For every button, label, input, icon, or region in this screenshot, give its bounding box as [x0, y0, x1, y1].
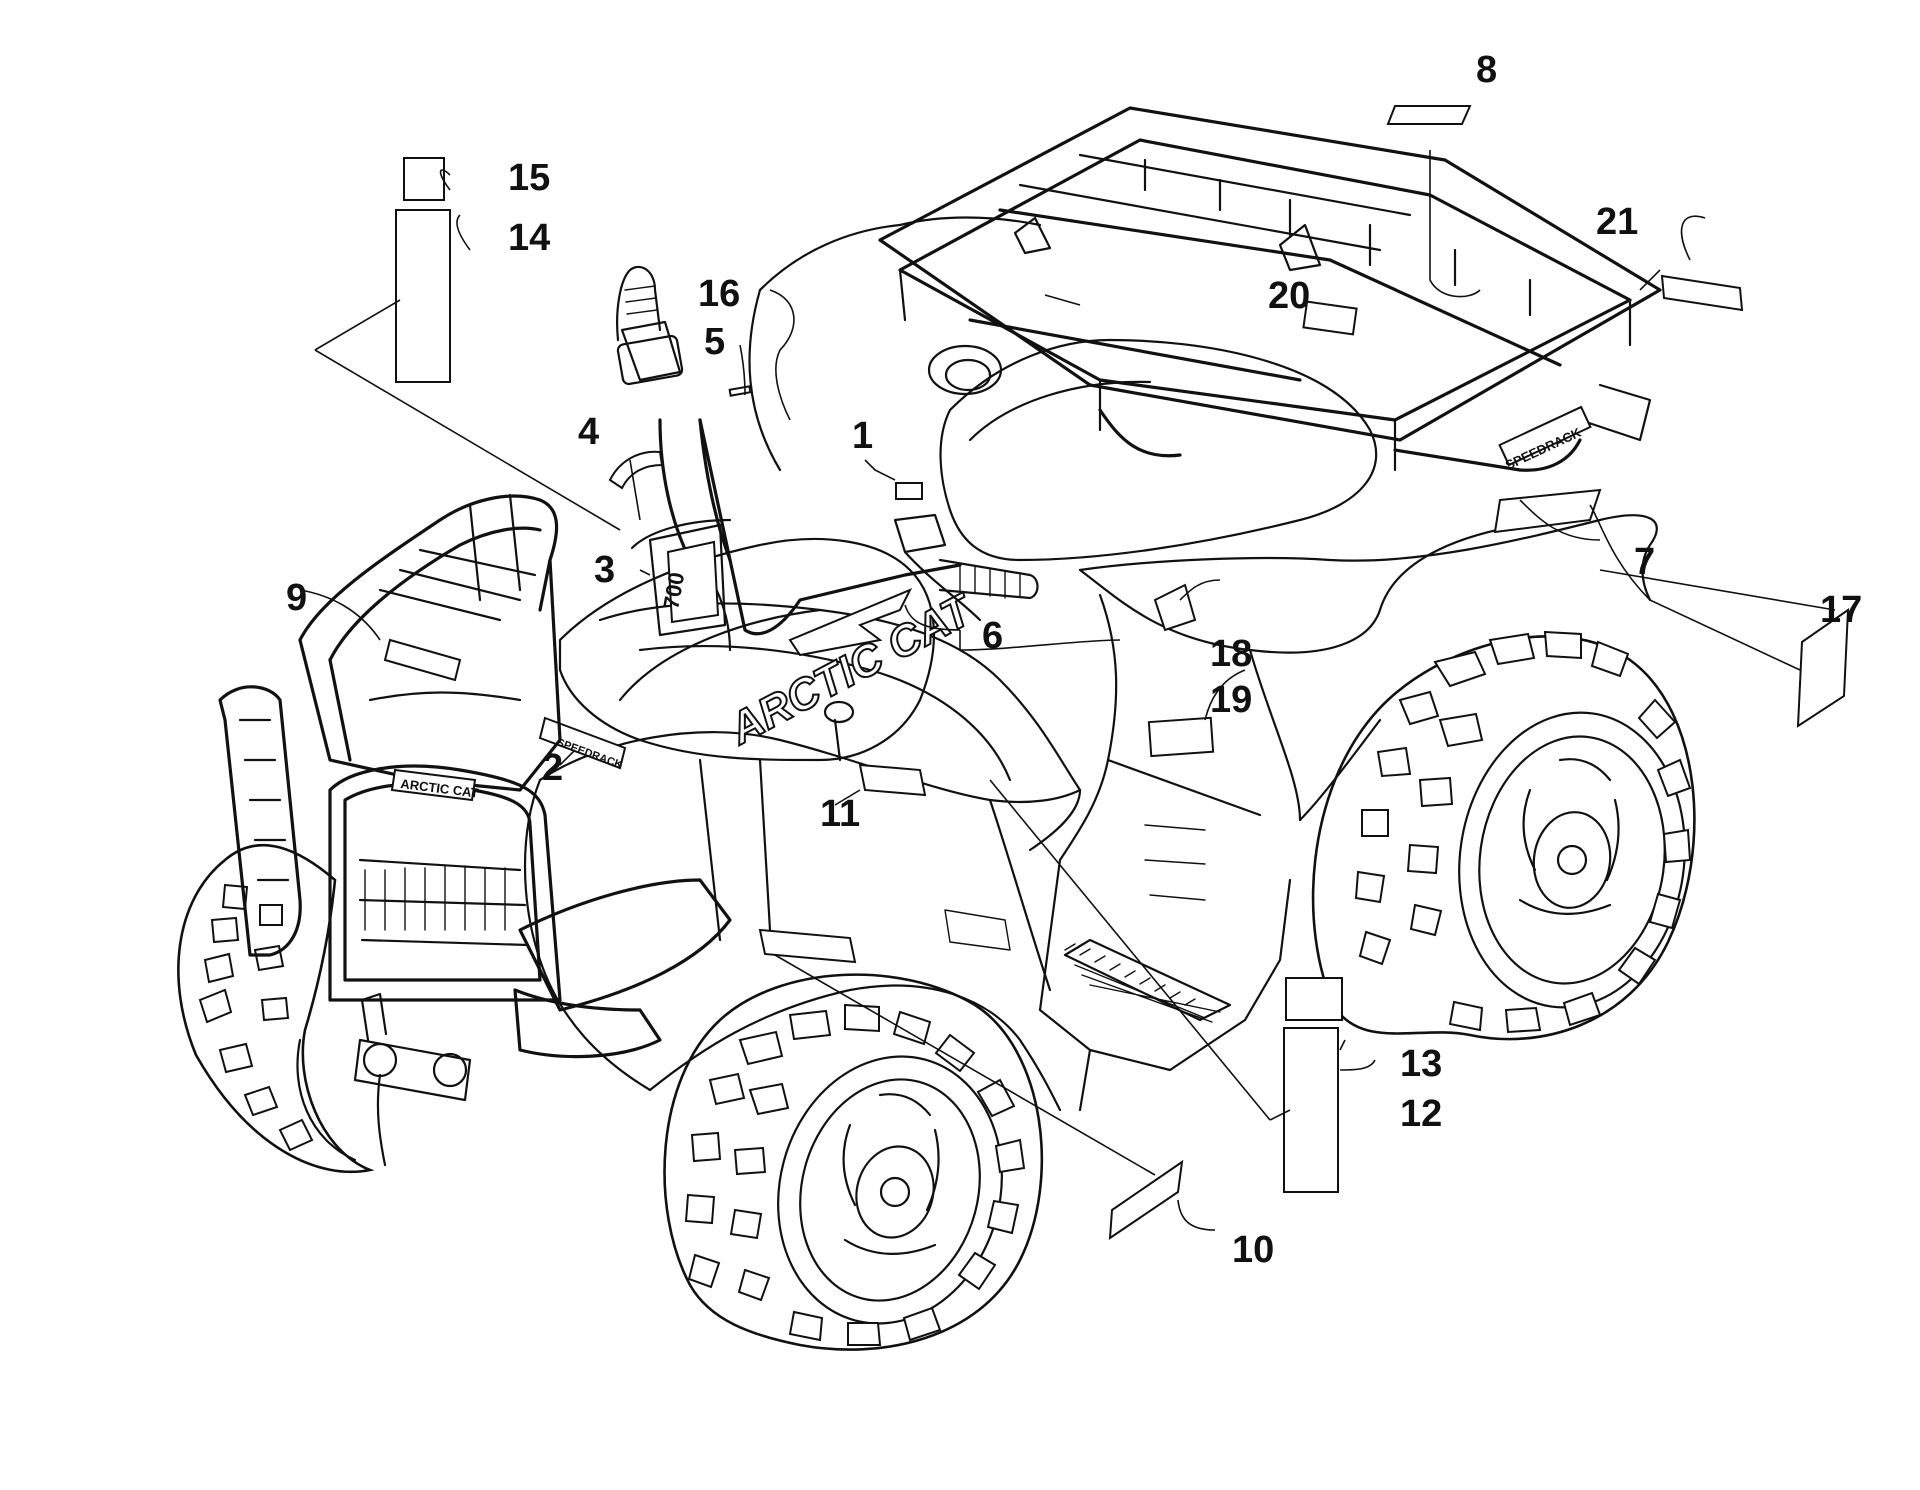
callout-20: 20	[1268, 275, 1310, 317]
decal-1-brake-reservoir	[895, 482, 923, 500]
callout-16: 16	[698, 273, 740, 315]
decal-12	[1283, 1027, 1339, 1193]
callout-10: 10	[1232, 1229, 1274, 1271]
callout-21: 21	[1596, 201, 1638, 243]
decal-20-rack	[1302, 300, 1358, 336]
decal-4-console-strip	[608, 450, 664, 490]
callout-7: 7	[1634, 541, 1655, 583]
front-right-wheel	[663, 973, 1044, 1351]
callout-5: 5	[704, 321, 725, 363]
callout-13: 13	[1400, 1043, 1442, 1085]
callout-4: 4	[578, 411, 599, 453]
decal-14	[395, 209, 451, 383]
decal-7-rear-fender	[1493, 488, 1602, 534]
decal-10-loose	[1108, 1159, 1184, 1240]
decal-3-console	[666, 540, 720, 624]
callout-19: 19	[1210, 679, 1252, 721]
decal-9-front-rack	[383, 638, 462, 682]
decal-5-handlebar	[728, 385, 752, 397]
decal-2-tank	[538, 716, 627, 770]
front-left-wheel	[177, 843, 375, 1174]
callout-11: 11	[820, 793, 860, 835]
callout-2: 2	[542, 747, 563, 789]
decal-21	[1660, 274, 1744, 312]
callout-18: 18	[1210, 633, 1252, 675]
rear-right-wheel	[1311, 630, 1696, 1041]
callout-15: 15	[508, 157, 550, 199]
callout-1: 1	[852, 415, 873, 457]
decal-8	[1386, 105, 1472, 125]
callout-8: 8	[1476, 49, 1497, 91]
decal-11-front-fender	[858, 763, 927, 797]
decal-6-tank-logo	[788, 588, 913, 657]
arctic-cat-tank-logo: ARCTIC CAT	[721, 584, 982, 754]
front-rack	[298, 493, 562, 792]
decal-13	[1285, 977, 1343, 1021]
decal-19-side-panel	[1147, 716, 1215, 758]
speedrack-plate	[1498, 405, 1592, 467]
decal-10-front-fender	[758, 928, 857, 964]
rear-rack: SPEEDRACK	[878, 106, 1662, 473]
handlebars: 700	[608, 265, 1039, 637]
callout-3: 3	[594, 549, 615, 591]
side-panel	[1038, 583, 1292, 1112]
callout-17: 17	[1820, 589, 1862, 631]
seat	[748, 216, 1378, 562]
arctic-cat-bumper-plate	[390, 768, 477, 802]
callout-9: 9	[286, 577, 307, 619]
decal-15	[403, 157, 445, 201]
callout-numbers: 1 2 3 4 5 6 7 8 9 10 11 12 13 14 15 16 1…	[286, 49, 1862, 1271]
decal-17	[1796, 608, 1850, 728]
callout-12: 12	[1400, 1093, 1442, 1135]
callout-6: 6	[982, 615, 1003, 657]
exploded-decals	[395, 105, 1850, 1240]
leader-lines	[299, 150, 1836, 1231]
callout-14: 14	[508, 217, 550, 259]
front-bumper: ARCTIC CAT	[218, 685, 732, 1167]
